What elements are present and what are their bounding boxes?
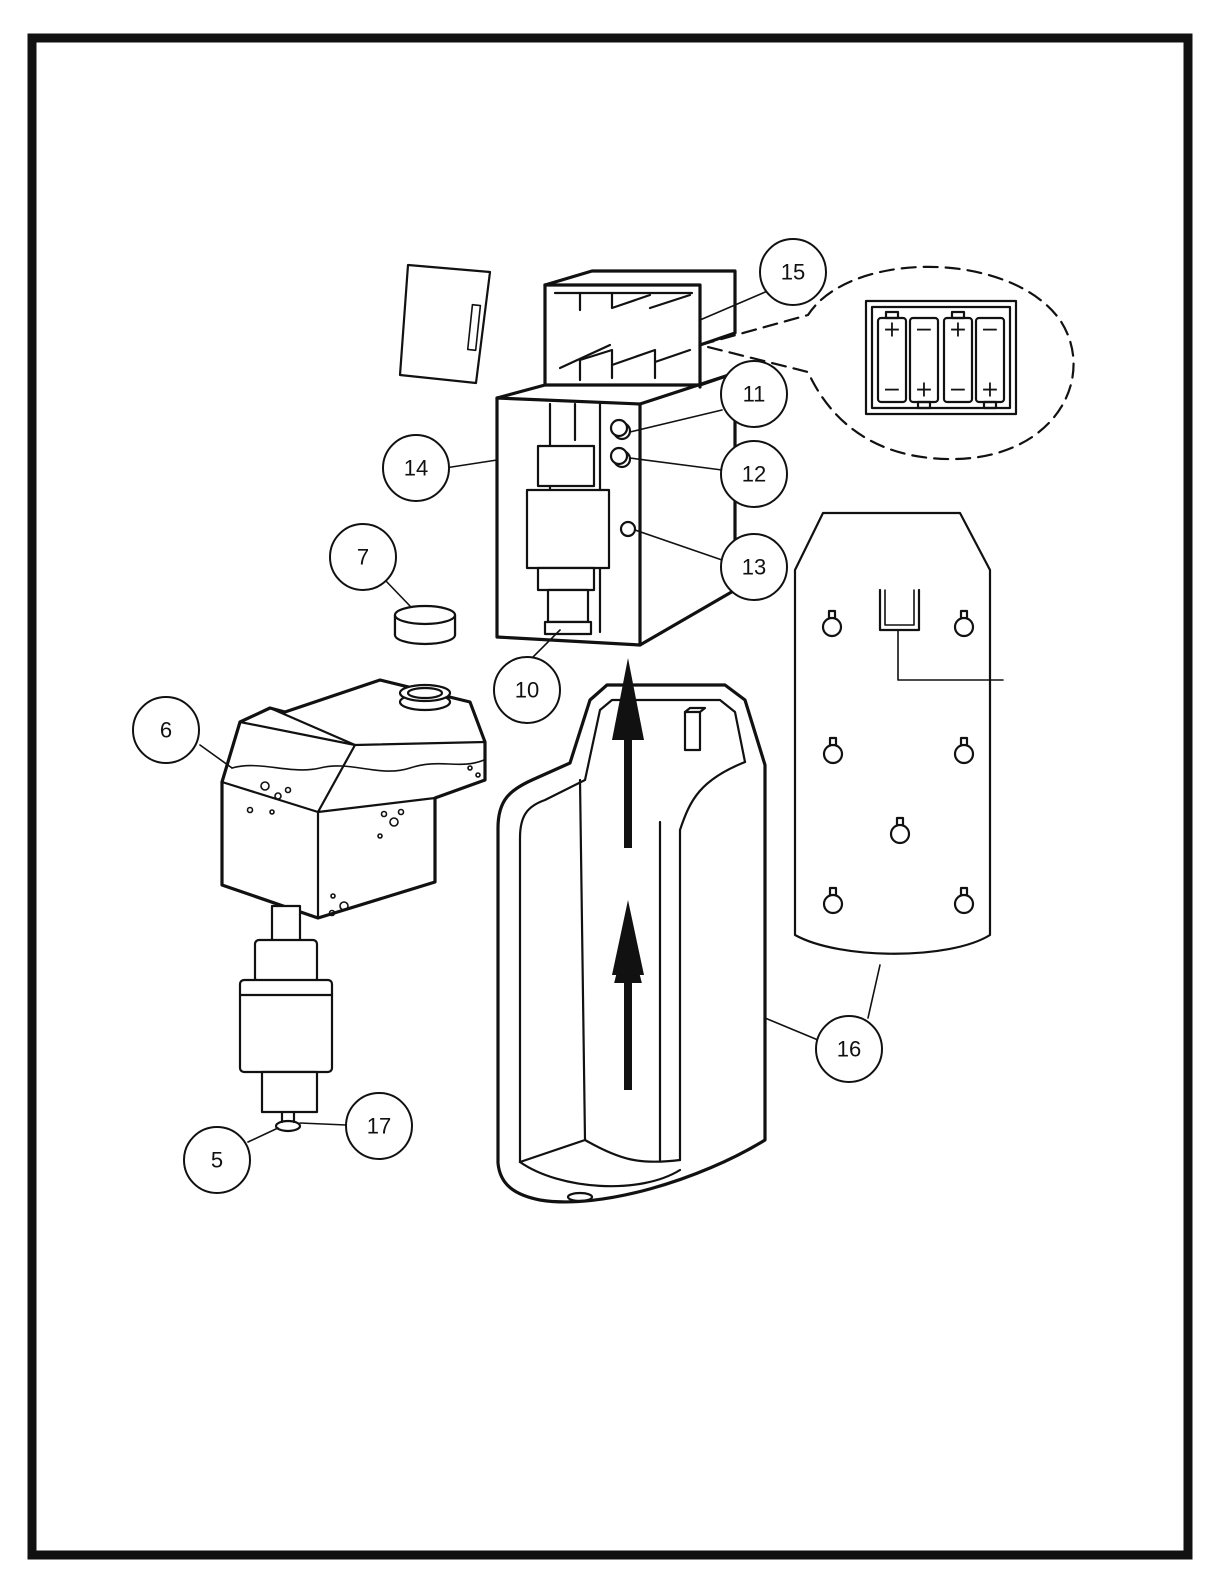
callout-11-label: 11 bbox=[743, 382, 766, 407]
battery-cell-1: + − bbox=[878, 312, 906, 403]
callout-17-label: 17 bbox=[367, 1114, 391, 1139]
battery-cell-4: − + bbox=[976, 318, 1004, 409]
keyhole-slot bbox=[955, 888, 973, 913]
callout-11: 11 bbox=[721, 361, 787, 427]
callout-15-label: 15 bbox=[781, 260, 805, 285]
instruction-card bbox=[400, 265, 490, 383]
callout-7: 7 bbox=[330, 524, 396, 590]
soap-tank bbox=[222, 680, 485, 918]
keyhole-slot bbox=[823, 611, 841, 636]
battery-3-bottom-sign: − bbox=[949, 378, 967, 403]
main-housing bbox=[497, 373, 735, 645]
battery-compartment bbox=[545, 271, 735, 387]
keyhole-slot bbox=[824, 888, 842, 913]
callout-13-label: 13 bbox=[742, 555, 766, 580]
battery-3-top-sign: + bbox=[949, 318, 967, 343]
battery-1-bottom-sign: − bbox=[883, 378, 901, 403]
callout-7-label: 7 bbox=[357, 545, 369, 570]
keyhole-slot bbox=[891, 818, 909, 843]
keyhole-slot bbox=[955, 611, 973, 636]
callout-10: 10 bbox=[494, 657, 560, 723]
callout-16: 16 bbox=[816, 1016, 882, 1082]
callout-12-label: 12 bbox=[742, 462, 766, 487]
callout-14: 14 bbox=[383, 435, 449, 501]
callout-6: 6 bbox=[133, 697, 199, 763]
pump-assembly bbox=[240, 906, 332, 1131]
battery-4-top-sign: − bbox=[981, 318, 999, 343]
callout-12: 12 bbox=[721, 441, 787, 507]
battery-cell-3: + − bbox=[944, 312, 972, 403]
battery-4-bottom-sign: + bbox=[981, 378, 999, 403]
callout-16-label: 16 bbox=[837, 1037, 861, 1062]
callout-6-label: 6 bbox=[160, 718, 172, 743]
battery-cell-2: − + bbox=[910, 318, 938, 409]
battery-2-top-sign: − bbox=[915, 318, 933, 343]
battery-1-top-sign: + bbox=[883, 318, 901, 343]
callout-15: 15 bbox=[760, 239, 826, 305]
tank-cap bbox=[395, 606, 455, 644]
callout-17: 17 bbox=[346, 1093, 412, 1159]
wall-mount-plate bbox=[795, 513, 1003, 954]
callout-14-label: 14 bbox=[404, 456, 428, 481]
keyhole-slot bbox=[824, 738, 842, 763]
callout-5-label: 5 bbox=[211, 1148, 223, 1173]
page-frame bbox=[32, 38, 1188, 1555]
callout-5: 5 bbox=[184, 1127, 250, 1193]
dispenser-shell bbox=[498, 658, 765, 1202]
battery-2-bottom-sign: + bbox=[915, 378, 933, 403]
callout-10-label: 10 bbox=[515, 678, 539, 703]
callout-13: 13 bbox=[721, 534, 787, 600]
keyhole-slot bbox=[955, 738, 973, 763]
